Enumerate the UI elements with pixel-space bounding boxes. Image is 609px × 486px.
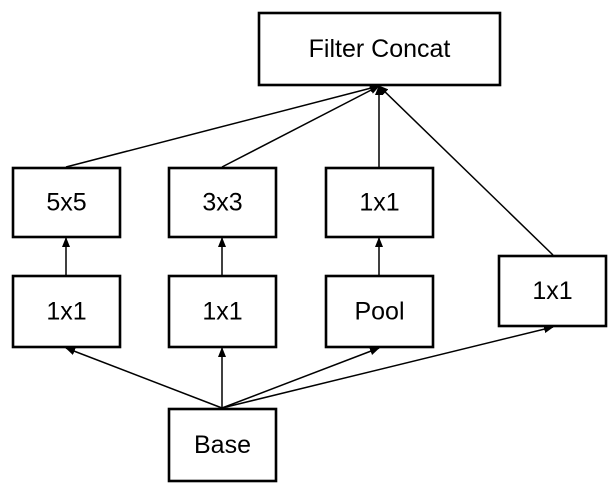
node-1x1-top: 1x1 [324,166,435,239]
5x5-label: 5x5 [46,189,86,217]
node-5x5: 5x5 [11,166,122,239]
pool-label: Pool [354,298,404,326]
node-3x3: 3x3 [167,166,278,239]
node-base: Base [167,407,278,483]
edge-1x1-right-to-concat [378,85,554,256]
edge-5x5-to-concat [65,84,380,168]
1x1-b-label: 1x1 [202,298,242,326]
node-filter-concat: Filter Concat [257,11,502,87]
edge-base-to-1x1-a [65,347,223,409]
node-pool: Pool [324,274,435,349]
1x1-right-label: 1x1 [532,277,572,305]
base-label: Base [194,431,251,459]
edges [62,84,554,409]
edge-3x3-to-concat [221,85,380,168]
node-1x1-a: 1x1 [11,274,122,349]
edge-base-to-1x1-right [221,325,554,409]
node-1x1-right: 1x1 [497,254,608,328]
filter-concat-label: Filter Concat [309,35,451,63]
edge-base-to-pool [221,347,380,409]
3x3-label: 3x3 [202,189,242,217]
1x1-a-label: 1x1 [46,298,86,326]
node-1x1-b: 1x1 [167,274,278,349]
1x1-top-label: 1x1 [359,189,399,217]
